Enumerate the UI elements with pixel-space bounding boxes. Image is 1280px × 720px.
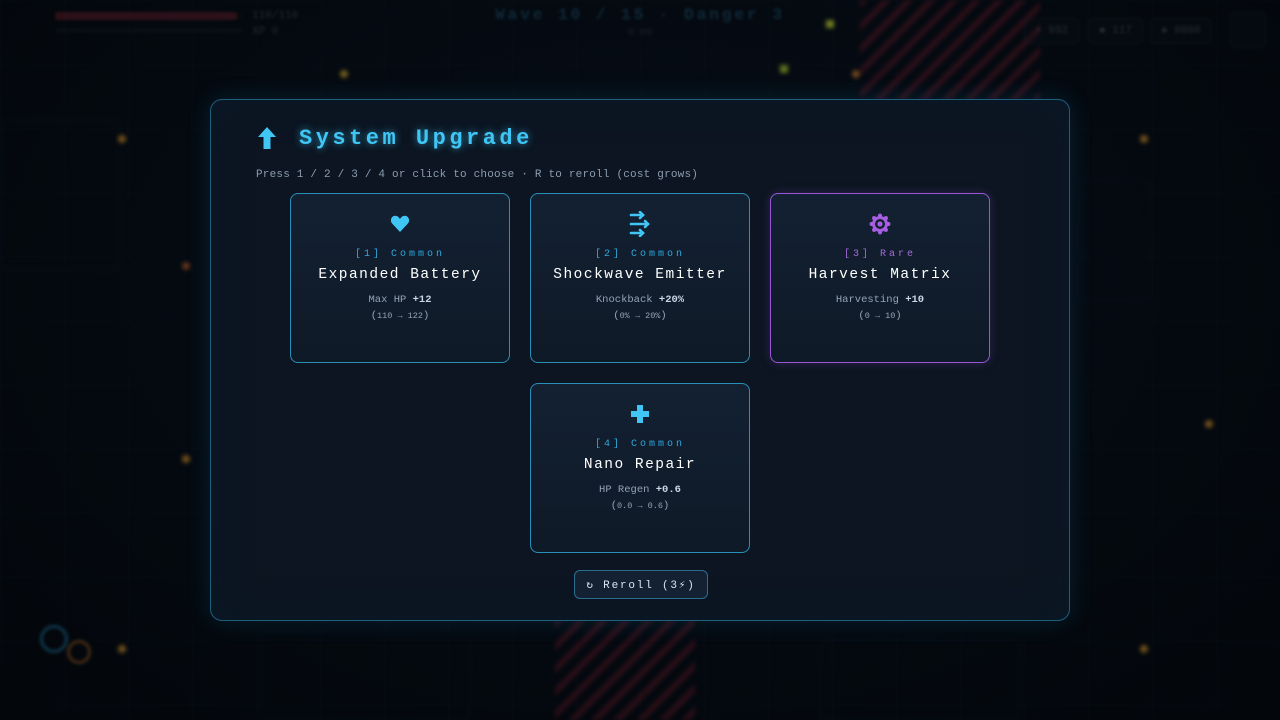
- enemy-dot: [1140, 135, 1148, 143]
- upgrade-card-expanded-battery[interactable]: [1] Common Expanded Battery Max HP +12 (…: [290, 193, 510, 363]
- card-rarity-tag: [3] Rare: [843, 249, 916, 260]
- card-stat: Harvesting +10: [771, 294, 989, 306]
- resource-chip: ◈ 0000: [1150, 18, 1212, 44]
- enemy-dot: [118, 645, 126, 653]
- reroll-button[interactable]: ↻ Reroll (3⚡): [574, 570, 708, 599]
- drone-ring: [67, 640, 91, 664]
- range-from: 0.0: [617, 501, 633, 511]
- upgrade-card-shockwave-emitter[interactable]: [2] Common Shockwave Emitter Knockback +…: [530, 193, 750, 363]
- stat-value: +0.6: [655, 484, 681, 496]
- enemy-dot: [852, 70, 860, 78]
- ally-marker: [780, 65, 788, 73]
- card-stat: Knockback +20%: [531, 294, 749, 306]
- card-rarity-tag: [4] Common: [594, 439, 685, 450]
- range-from: 110: [377, 311, 393, 321]
- upgrade-card-harvest-matrix[interactable]: [3] Rare Harvest Matrix Harvesting +10 (…: [770, 193, 990, 363]
- wave-title: Wave 10 / 15 · Danger 3: [495, 6, 785, 24]
- card-stat: Max HP +12: [291, 294, 509, 306]
- up-arrow-icon: [255, 124, 279, 152]
- plus-icon: [531, 398, 749, 430]
- wave-timer: 0:00: [627, 28, 652, 39]
- heart-icon: [291, 208, 509, 240]
- shockwave-icon: [531, 208, 749, 240]
- arena-wall: [0, 120, 120, 270]
- upgrade-card-nano-repair[interactable]: [4] Common Nano Repair HP Regen +0.6 (0.…: [530, 383, 750, 553]
- card-name: Nano Repair: [583, 457, 697, 473]
- upgrade-modal: System Upgrade Press 1 / 2 / 3 / 4 or cl…: [210, 99, 1070, 621]
- stat-value: +20%: [658, 294, 685, 306]
- stat-label: Knockback: [595, 294, 653, 306]
- top-hud: 110/110 XP 0 Wave 10 / 15 · Danger 3 0:0…: [0, 0, 1280, 60]
- stat-label: Harvesting: [835, 294, 899, 306]
- range-to: 0.6: [647, 501, 663, 511]
- xp-label: XP 0: [252, 26, 279, 38]
- arena-wall: [1080, 180, 1150, 300]
- stat-value: +12: [412, 294, 432, 306]
- player-ring: [40, 625, 68, 653]
- modal-title: System Upgrade: [299, 125, 533, 151]
- card-range: (110 → 122): [370, 310, 430, 322]
- card-range: (0.0 → 0.6): [610, 500, 670, 512]
- range-to: 10: [885, 311, 896, 321]
- card-name: Harvest Matrix: [808, 267, 952, 283]
- enemy-dot: [1140, 645, 1148, 653]
- stat-label: Max HP: [368, 294, 407, 306]
- hazard-zone: [555, 620, 695, 720]
- ally-marker: [826, 20, 834, 28]
- hp-label: 110/110: [252, 10, 299, 22]
- card-name: Expanded Battery: [318, 267, 482, 283]
- gear-icon: [771, 208, 989, 240]
- hp-bar: [55, 12, 243, 20]
- range-to: 20%: [645, 311, 661, 321]
- hp-bar-fill: [55, 12, 238, 20]
- enemy-dot: [1205, 420, 1213, 428]
- xp-bar: [55, 28, 243, 33]
- enemy-dot: [118, 135, 126, 143]
- stat-label: HP Regen: [599, 484, 650, 496]
- range-to: 122: [407, 311, 423, 321]
- enemy-dot: [340, 70, 348, 78]
- card-rarity-tag: [1] Common: [354, 249, 445, 260]
- card-name: Shockwave Emitter: [553, 267, 727, 283]
- modal-hint: Press 1 / 2 / 3 / 4 or click to choose ·…: [256, 169, 699, 181]
- card-range: (0% → 20%): [613, 310, 667, 322]
- pause-menu-button[interactable]: [1230, 12, 1266, 48]
- resource-chip: ◆ 117: [1088, 18, 1144, 44]
- card-stat: HP Regen +0.6: [531, 484, 749, 496]
- hazard-zone: [860, 0, 1040, 100]
- enemy-dot: [182, 262, 190, 270]
- resource-chip: ⚡ 992: [1024, 18, 1080, 44]
- range-from: 0: [864, 311, 870, 321]
- range-from: 0%: [619, 311, 630, 321]
- stat-value: +10: [905, 294, 925, 306]
- card-range: (0 → 10): [858, 310, 902, 322]
- card-rarity-tag: [2] Common: [594, 249, 685, 260]
- modal-header: System Upgrade: [255, 124, 533, 152]
- enemy-dot: [182, 455, 190, 463]
